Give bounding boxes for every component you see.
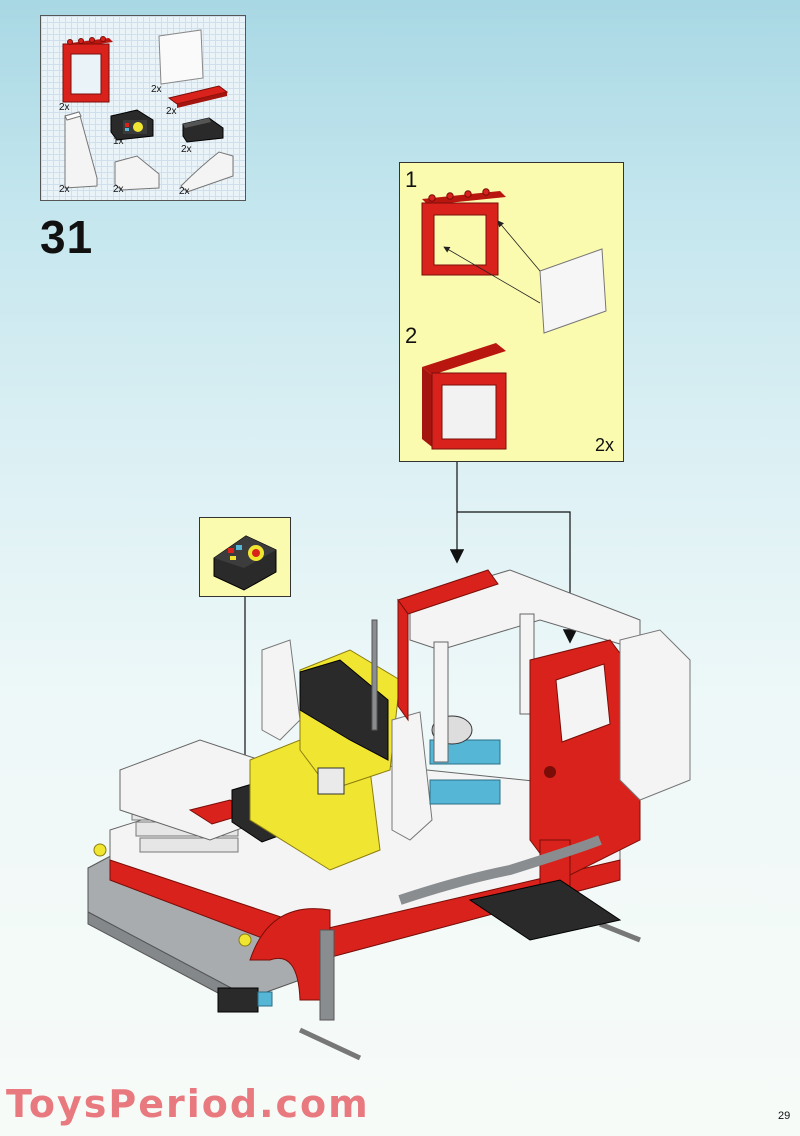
step1-pane [539,248,607,334]
truck-model [87,569,691,1061]
qty-label: 2x [179,186,190,197]
sub-step-1-label: 1 [405,167,418,192]
white-tall-slope-part [64,111,98,189]
qty-label: 2x [151,84,162,95]
red-window-frame-part [62,36,113,103]
white-curved-slope-part [180,151,234,193]
sub-multiplier: 2x [595,435,615,455]
qty-label: 2x [113,184,124,195]
step2-assembled-window [422,343,507,450]
qty-label: 2x [166,106,177,117]
callout-dashboard-part [213,535,277,591]
step1-frame [421,188,506,276]
black-slope-part [182,117,224,143]
qty-label: 1x [113,136,124,147]
red-plate-part [167,85,229,108]
white-slope-part [114,155,160,191]
sub-assembly-box: 1 2 2x [399,162,624,462]
clear-window-pane-part [158,29,204,85]
parts-list-box: 2x 2x 2x 1x 2x 2x 2x 2x [40,15,246,201]
qty-label: 2x [59,184,70,195]
qty-label: 2x [59,102,70,113]
watermark: ToysPeriod.com [6,1082,370,1126]
qty-label: 2x [181,144,192,155]
callout-box [199,517,291,597]
step-number: 31 [40,211,94,263]
sub-step-2-label: 2 [405,323,418,348]
page-number: 29 [778,1110,791,1122]
printed-dashboard-part [110,109,154,141]
